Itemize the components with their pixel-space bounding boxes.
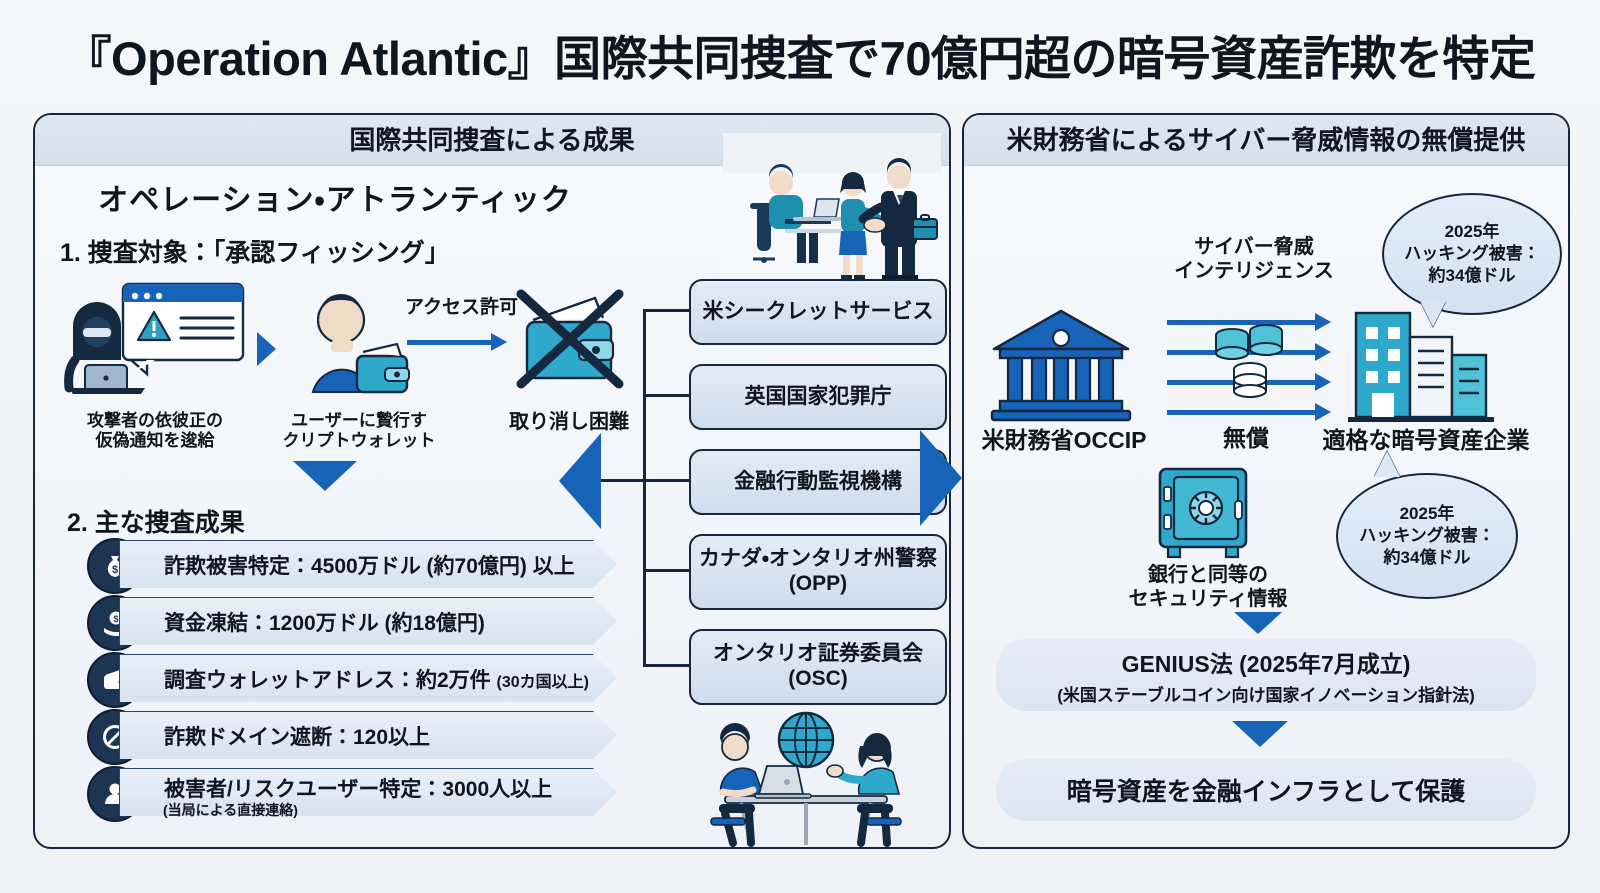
result-text: 資金凍結：1200万ドル (約18億円) bbox=[164, 612, 485, 635]
result-text: 調査ウォレットアドレス：約2万件 (30カ国以上) bbox=[164, 669, 589, 692]
result-text: 詐欺ドメイン遮断：120以上 bbox=[164, 726, 431, 749]
agency-box-us-secret-service: 米シークレットサービス bbox=[689, 279, 947, 345]
speech-bubble-hack-damage-top: 2025年 ハッキング被害： 約34億ドル bbox=[1382, 193, 1562, 315]
conclusion-box: 暗号資産を金融インフラとして保護 bbox=[996, 759, 1536, 821]
result-subtext: (当局による直接連絡) bbox=[163, 802, 298, 818]
flow-step-irreversible: 取り消し困難 bbox=[507, 280, 631, 435]
treasury-building-icon bbox=[986, 305, 1136, 425]
tree-branch bbox=[643, 394, 691, 397]
crypto-companies-icon bbox=[1346, 307, 1496, 427]
conclusion-down-arrow-icon bbox=[1232, 721, 1288, 747]
genius-act-title: GENIUS法 (2025年7月成立) bbox=[1121, 650, 1411, 677]
svg-text:$: $ bbox=[113, 614, 118, 624]
tree-stem bbox=[600, 479, 645, 482]
genius-act-subtitle: (米国ステーブルコイン向け国家イノベーション指針法) bbox=[1057, 685, 1475, 705]
result-chevron: 資金凍結：1200万ドル (約18億円) bbox=[119, 597, 617, 645]
agency-box-fca: 金融行動監視機構 bbox=[689, 449, 947, 515]
occip-label: 米財務省OCCIP bbox=[981, 427, 1147, 453]
safe-vault-icon bbox=[1150, 463, 1260, 563]
tree-spine bbox=[643, 310, 646, 666]
bank-grade-security-label: 銀行と同等の セキュリティ情報 bbox=[1128, 564, 1288, 610]
flow-step-user: ユーザーに贄行す クリプトウォレット bbox=[279, 280, 439, 451]
genius-down-arrow-icon bbox=[1234, 612, 1282, 634]
left-panel: 国際共同捜査による成果 オペレーション・アトランティック 1. 捜査対象：「承認… bbox=[33, 113, 951, 849]
page-title-text: 『Operation Atlantic』国際共同捜査で70億円超の暗号資産詐欺を… bbox=[64, 32, 1536, 85]
results-arrow-icon bbox=[559, 433, 601, 529]
right-panel-header: 米財務省によるサイバー脅威情報の無償提供 bbox=[964, 115, 1568, 166]
result-row: 調査ウォレットアドレス：約2万件 (30カ国以上) bbox=[87, 652, 617, 708]
genius-act-box: GENIUS法 (2025年7月成立) (米国ステーブルコイン向け国家イノベーシ… bbox=[996, 639, 1536, 711]
access-permission-label: アクセス許可 bbox=[405, 297, 519, 318]
access-arrow-icon bbox=[407, 333, 507, 351]
tree-branch bbox=[643, 309, 691, 312]
conclusion-text: 暗号資産を金融インフラとして保護 bbox=[1066, 778, 1466, 806]
speech-bubble-tail-top bbox=[1420, 301, 1446, 327]
result-row: $ 詐欺被害特定：4500万ドル (約70億円) 以上 bbox=[87, 538, 617, 594]
flow-triangle-icon bbox=[257, 332, 276, 366]
section-2-heading: 2. 主な捜査成果 bbox=[67, 509, 245, 537]
flow-step-attacker: 攻撃者の依彼正の 仮偽通知を逡給 bbox=[55, 280, 255, 451]
user-wallet-icon bbox=[311, 294, 410, 394]
database-stack-icon bbox=[1210, 323, 1288, 409]
tree-branch bbox=[643, 479, 691, 482]
result-chevron: 詐欺ドメイン遮断：120以上 bbox=[119, 711, 617, 759]
hacker-alert-icon bbox=[64, 282, 245, 394]
free-of-charge-label: 無償 bbox=[1223, 425, 1269, 451]
result-text: 被害者/リスクユーザー特定：3000人以上 bbox=[164, 778, 553, 801]
operation-title: オペレーション・アトランティック bbox=[98, 184, 572, 217]
result-text: 詐欺被害特定：4500万ドル (約70億円) 以上 bbox=[164, 555, 575, 578]
qualified-crypto-companies-label: 適格な暗号資産企業 bbox=[1322, 427, 1530, 453]
svg-text:$: $ bbox=[112, 564, 118, 576]
speech-bubble-hack-damage-bottom: 2025年 ハッキング被害： 約34億ドル bbox=[1336, 473, 1518, 599]
cyber-threat-intel-label: サイバー脅威 インテリジェンス bbox=[1174, 236, 1334, 282]
right-panel: 米財務省によるサイバー脅威情報の無償提供 サイバー脅威 インテリジェンス 米財務… bbox=[962, 113, 1570, 849]
flow-step-user-caption: ユーザーに贄行す クリプトウォレット bbox=[282, 411, 436, 451]
page-title: 『Operation Atlantic』国際共同捜査で70億円超の暗号資産詐欺を… bbox=[0, 20, 1600, 89]
illustration-handshake-meeting bbox=[723, 133, 941, 281]
panel-bridge-arrow-icon bbox=[920, 430, 962, 526]
result-row: 被害者/リスクユーザー特定：3000人以上 (当局による直接連絡) bbox=[87, 766, 617, 822]
data-flow-arrow-icon bbox=[1167, 313, 1331, 331]
result-row: $ 資金凍結：1200万ドル (約18億円) bbox=[87, 595, 617, 651]
agency-box-uk-nca: 英国国家犯罪庁 bbox=[689, 364, 947, 430]
result-row: 詐欺ドメイン遮断：120以上 bbox=[87, 709, 617, 765]
result-chevron: 詐欺被害特定：4500万ドル (約70億円) 以上 bbox=[119, 540, 617, 588]
agency-box-osc: オンタリオ証券委員会 (OSC) bbox=[689, 629, 947, 705]
tree-branch bbox=[643, 569, 691, 572]
speech-bubble-tail-bottom bbox=[1374, 451, 1400, 477]
flow-down-arrow-icon bbox=[293, 461, 357, 491]
result-chevron: 調査ウォレットアドレス：約2万件 (30カ国以上) bbox=[119, 654, 617, 702]
illustration-global-collaboration bbox=[663, 700, 949, 847]
result-chevron: 被害者/リスクユーザー特定：3000人以上 bbox=[119, 768, 617, 816]
agency-box-opp: カナダ・オンタリオ州警察 (OPP) bbox=[689, 534, 947, 610]
crossed-wallet-icon bbox=[516, 289, 624, 389]
section-1-heading: 1. 捜査対象：「承認フィッシング」 bbox=[60, 239, 450, 267]
data-flow-arrow-icon bbox=[1167, 403, 1331, 421]
tree-branch bbox=[643, 664, 691, 667]
flow-step-attacker-caption: 攻撃者の依彼正の 仮偽通知を逡給 bbox=[87, 411, 223, 451]
phishing-flow: 攻撃者の依彼正の 仮偽通知を逡給 ユー bbox=[55, 280, 630, 465]
flow-step-irreversible-caption: 取り消し困難 bbox=[509, 411, 629, 433]
